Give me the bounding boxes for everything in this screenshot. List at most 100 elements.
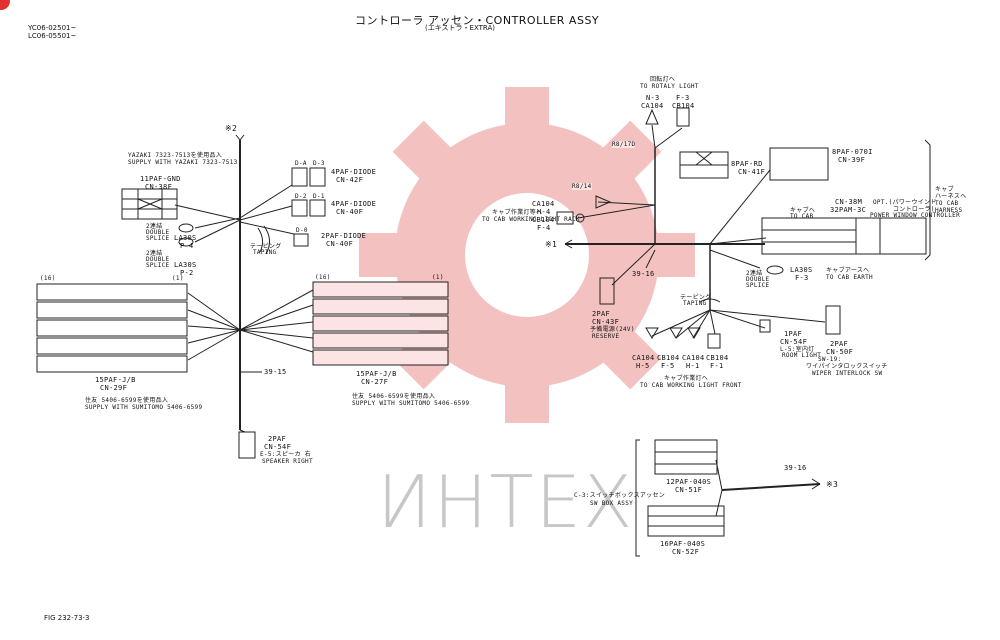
work-cb104: CB104 xyxy=(532,216,555,224)
splice-earth xyxy=(766,265,784,275)
rotary-f3: F-3 xyxy=(676,94,690,102)
gnd-cn: CN-38F xyxy=(145,183,173,191)
front-en: TO CAB WORKING LIGHT FRONT xyxy=(640,382,742,389)
connector-reserve xyxy=(599,277,615,305)
opt-jp: OPT.(パワーウインド xyxy=(873,199,937,206)
taping-en-right: TAPING xyxy=(683,300,707,307)
harness-en2: HARNESS xyxy=(935,207,963,214)
diode1-name: 4PAF-DIODE xyxy=(331,168,377,176)
sw-assy-en: SW BOX ASSY xyxy=(590,500,634,507)
speaker-en: SPEAKER RIGHT xyxy=(262,458,313,465)
pw-cn: CN-39F xyxy=(838,156,866,164)
la-p4-name: LA30S xyxy=(174,234,197,242)
reserve-name: 2PAF xyxy=(592,310,611,318)
wiper-name: 2PAF xyxy=(830,340,849,348)
la-f3-pin: F-3 xyxy=(795,274,809,282)
wiper-cn: CN-50F xyxy=(826,348,854,356)
rotary-ca104: CA104 xyxy=(641,102,664,110)
front-cb104-1: CB104 xyxy=(657,354,680,362)
to-cab-en: TO CAB xyxy=(790,213,814,220)
taping-jp-right: テーピング xyxy=(680,294,712,301)
connector-wiper xyxy=(825,305,841,335)
left-stack-pin1: (1) xyxy=(172,275,184,282)
work-rack-en: TO CAB WORKING LIGHT RACK xyxy=(482,216,580,223)
yazaki-note-en: SUPPLY WITH YAZAKI 7323-7513 xyxy=(128,159,238,166)
rotary-en: TO ROTALY LIGHT xyxy=(640,83,699,90)
diode-d2: D-2 xyxy=(295,193,307,200)
harness-en1: TO CAB xyxy=(935,200,959,207)
rotary-n3: N-3 xyxy=(646,94,660,102)
connector-front-f1 xyxy=(707,333,721,349)
la-p2-name: LA30S xyxy=(174,261,197,269)
figure-reference: FIG 232-73-3 xyxy=(44,614,90,622)
room-name: 1PAF xyxy=(784,330,803,338)
left-stack-note-jp: 住友 5406-6599を使用品入 xyxy=(85,397,169,404)
room-jp: L-5:室内灯 xyxy=(780,346,815,353)
serial-range-1: YC06-02501~ xyxy=(28,24,77,32)
wire-label-2: 39-15 xyxy=(264,368,287,376)
connector-room-light xyxy=(759,319,771,333)
la-f3-name: LA30S xyxy=(790,266,813,274)
splice1-en2: SPLICE xyxy=(146,235,170,242)
sw2-name: 16PAF-040S xyxy=(660,540,706,548)
diode-d3: D-3 xyxy=(313,160,325,167)
diode2-name: 4PAF-DIODE xyxy=(331,200,377,208)
connector-8paf-070i xyxy=(769,147,829,181)
sw1-name: 12PAF-040S xyxy=(666,478,712,486)
sw1-cn: CN-51F xyxy=(675,486,703,494)
center-stack-name: 15PAF-J/B xyxy=(356,370,397,378)
wiper-jp: SW-19: xyxy=(818,356,842,363)
front-cb104-2: CB104 xyxy=(706,354,729,362)
earth-jp: キャブアースへ xyxy=(826,267,870,274)
dsplice-jp: 2連結 xyxy=(746,270,763,277)
connector-stack-center xyxy=(312,281,449,366)
connector-speaker xyxy=(238,431,256,459)
front-f5: F-5 xyxy=(661,362,675,370)
reserve-cn: CN-43F xyxy=(592,318,620,326)
center-stack-note-jp: 住友 5406-6599を使用品入 xyxy=(352,393,436,400)
connector-diode-42f xyxy=(291,167,326,187)
page-subtitle: (エキストラ・EXTRA) xyxy=(425,24,495,32)
work-rack-jp: キャブ作業灯等へ xyxy=(492,209,543,216)
speaker-cn: CN-54F xyxy=(264,443,292,451)
watermark-text: ИНТЕХ xyxy=(377,460,635,544)
sw2-cn: CN-52F xyxy=(672,548,700,556)
pam-32: 32PAM-3C xyxy=(830,206,867,214)
connector-diode-40f-b xyxy=(293,233,309,247)
corner-red-mark xyxy=(0,0,10,10)
front-h1: H-1 xyxy=(686,362,700,370)
wire-label-1: 39-16 xyxy=(632,270,655,278)
diode-d0: D-0 xyxy=(296,227,308,234)
rd-name: 8PAF-RD xyxy=(731,160,763,168)
splice1-jp: 2連結 xyxy=(146,223,163,230)
connector-sw-box-52f xyxy=(647,505,725,537)
connector-diode-40f-a xyxy=(291,199,326,217)
reserve-en: RESERVE xyxy=(592,333,620,340)
center-stack-cn: CN-27F xyxy=(361,378,389,386)
front-ca104-1: CA104 xyxy=(632,354,655,362)
marker-3: ※3 xyxy=(826,480,839,489)
connector-stack-left xyxy=(36,283,188,373)
splice1-en1: DOUBLE xyxy=(146,229,170,236)
rotary-jp: 回転灯へ xyxy=(650,76,676,83)
dsplice-en2: SPLICE xyxy=(746,282,770,289)
wiper-en: WIPER INTERLOCK SW xyxy=(812,370,883,377)
diode3-cn: CN-40F xyxy=(326,240,354,248)
to-cab-jp: キャブへ xyxy=(790,207,816,214)
left-stack-name: 15PAF-J/B xyxy=(95,376,136,384)
wiper-jp2: ワイパインタロックスイッチ xyxy=(806,363,888,370)
rd-cn: CN-41F xyxy=(738,168,766,176)
connector-work-rack xyxy=(556,211,574,225)
connector-sw-box-51f xyxy=(654,439,718,475)
harness-jp2: ハーネスへ xyxy=(935,193,967,200)
marker-2: ※2 xyxy=(225,124,238,133)
diode2-cn: CN-40F xyxy=(336,208,364,216)
connector-8paf-rd xyxy=(679,151,729,179)
connector-11paf-gnd xyxy=(121,188,178,220)
harness-jp1: キャブ xyxy=(935,186,954,193)
taping-en-left: TAPING xyxy=(253,249,277,256)
opt-jp2: コントローラ) xyxy=(893,206,935,213)
